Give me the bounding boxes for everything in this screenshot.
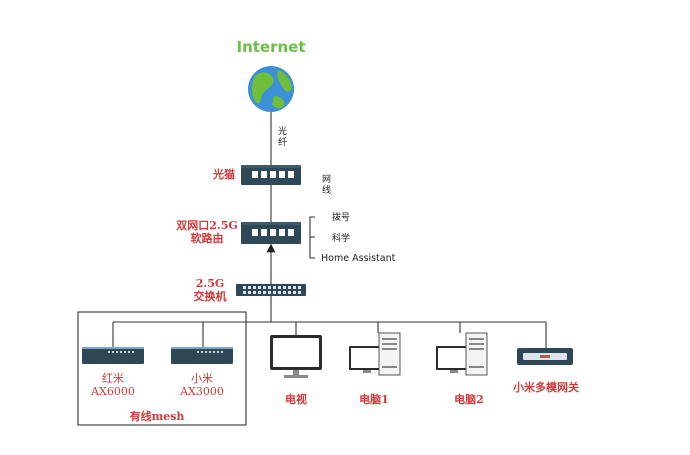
fiber-label-1: 光 — [278, 125, 287, 137]
xiaomi-router-device — [171, 347, 233, 364]
xiaomi-router-label-2: AX3000 — [179, 385, 224, 398]
switch-label-1: 2.5G — [196, 277, 225, 290]
mesh-group-label: 有线mesh — [130, 409, 185, 423]
xiaomi-router-label-1: 小米 — [191, 372, 213, 385]
redmi-router-label-1: 红米 — [102, 372, 124, 385]
service-home-assistant: Home Assistant — [321, 253, 396, 264]
internet-title: Internet — [236, 38, 305, 56]
gateway-label: 小米多模网关 — [512, 380, 579, 394]
cable-label-2: 线 — [322, 184, 331, 196]
pc1-label: 电脑1 — [359, 392, 389, 406]
switch-label-2: 交换机 — [194, 289, 227, 303]
modem-device — [241, 165, 301, 185]
redmi-router-device — [82, 347, 144, 364]
pc2-label: 电脑2 — [454, 392, 484, 406]
tv-label: 电视 — [285, 392, 307, 406]
globe-icon — [248, 66, 294, 112]
soft-router-label-2: 软路由 — [191, 231, 224, 245]
fiber-label-2: 纤 — [278, 136, 287, 148]
switch-device — [236, 284, 306, 296]
pc2-computer-icon — [436, 332, 488, 376]
gateway-device-icon — [517, 348, 573, 365]
redmi-router-label-2: AX6000 — [90, 385, 135, 398]
soft-router-device — [241, 222, 301, 244]
service-proxy: 科学 — [332, 232, 350, 244]
service-dial: 拨号 — [332, 211, 350, 223]
modem-label: 光猫 — [212, 167, 235, 181]
cable-label-1: 网 — [322, 174, 331, 185]
tv-monitor-icon — [270, 335, 322, 378]
mesh-group-box — [77, 311, 247, 426]
pc1-computer-icon — [349, 332, 401, 376]
soft-router-label-1: 双网口2.5G — [176, 219, 238, 232]
